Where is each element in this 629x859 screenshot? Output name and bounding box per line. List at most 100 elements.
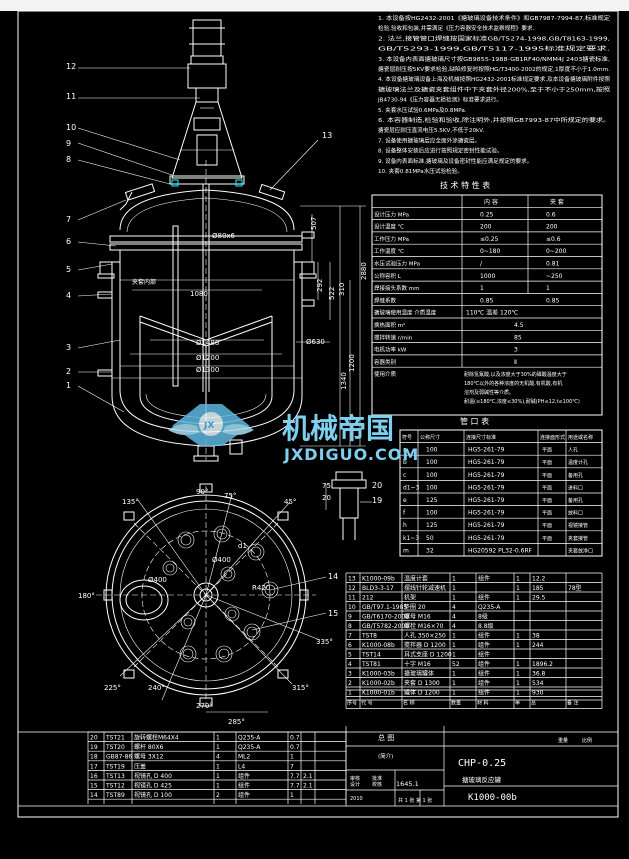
lower-parts-cell: 7.7 <box>290 773 300 780</box>
tech-row-inner: 200 <box>480 224 492 231</box>
nozzle-standard: HG5-261-79 <box>468 510 505 517</box>
parts-cell: 3 <box>348 671 352 678</box>
parts-cell: 6 <box>348 642 352 649</box>
note-line: GB/T5293-1999,GB/T5117-1995标准规定要求. <box>378 45 610 53</box>
parts-cell: 78型 <box>568 584 582 592</box>
parts-cell: 组件 <box>478 679 490 687</box>
parts-cell: GB/T5782-2000 <box>362 623 409 630</box>
nozzle-purpose: 视镜接管 <box>568 522 588 529</box>
parts-cell: 夹套 D 1300 <box>404 679 440 687</box>
nozzle-face: 平面 <box>542 536 552 542</box>
lower-parts-cell: TST89 <box>105 792 125 799</box>
parts-header-cell: 序号 <box>347 700 357 707</box>
tech-row-value: 85 <box>514 334 522 341</box>
lower-parts-cell: 1 <box>216 773 220 780</box>
sheet-border <box>17 10 619 818</box>
tech-row-jacket: 200 <box>546 224 558 231</box>
drawing-subtitle: (简介) <box>378 752 393 760</box>
approve-label: 批准 <box>372 775 382 782</box>
parts-cell: 罐体 D 1200 <box>404 689 440 697</box>
parts-cell: 5 <box>348 652 352 659</box>
nozzle-standard: HG5-261-79 <box>468 522 505 529</box>
nozzle-face: 平面 <box>542 448 552 454</box>
nozzle-purpose: 夹套放净口 <box>568 547 593 554</box>
nozzle-standard: HG5-261-79 <box>468 497 505 504</box>
nozzle-face: 平面 <box>542 498 552 504</box>
tech-row-label: 焊缝系数 <box>374 296 397 304</box>
parts-cell: 搅拌器 D 1200 <box>404 641 446 649</box>
lower-parts-cell: 0.7 <box>290 735 300 742</box>
parts-cell: 29.5 <box>532 595 546 602</box>
tech-row-value: 110℃ 温差 120℃ <box>466 309 518 317</box>
design-label: 设计 <box>350 781 360 788</box>
tech-media-1: 耐除氢氟酸,以及浓度大于30%的磷酸温度大于 <box>464 371 567 378</box>
note-line: 8. 设备整体安装后应进行按照规定密封性能试验。 <box>378 147 503 155</box>
parts-cell: 螺母 M16 <box>404 613 431 621</box>
parts-cell: 13 <box>348 576 356 583</box>
tech-row-jacket: 0~200 <box>546 248 566 255</box>
tech-header: 内 容 <box>484 198 498 206</box>
nozzle-standard: HG5-261-79 <box>468 535 505 542</box>
nozzle-size: 100 <box>426 472 438 479</box>
lower-parts-cell: 2.1 <box>303 773 313 780</box>
tech-row-jacket: 0.85 <box>546 297 560 304</box>
tech-row-inner: 0~180 <box>480 248 500 255</box>
lower-parts-cell: 1 <box>290 754 294 761</box>
tech-row-value: Ⅱ <box>514 359 517 366</box>
parts-cell: 1 <box>516 576 520 583</box>
parts-cell: K1000-01b <box>362 690 395 697</box>
parts-cell: TST8 <box>361 633 377 640</box>
parts-header-cell: 名 称 <box>403 700 415 707</box>
parts-cell: 十字 M16 <box>404 660 431 668</box>
parts-cell: BLD3-3-17 <box>362 585 394 592</box>
nozzle-size: 100 <box>426 459 438 466</box>
lower-parts-cell: 1 <box>216 744 220 751</box>
nozzle-header: 用途或名称 <box>568 434 593 441</box>
nozzle-face: 平面 <box>542 460 552 466</box>
lower-parts-cell: TST19 <box>105 763 125 770</box>
tech-row-jacket: 0.81 <box>546 261 560 268</box>
plan-manhole <box>119 579 169 621</box>
note-line: 3. 本设备内表面搪玻璃尺寸按GB9855-1988-GB1RF40/NMM4J… <box>378 55 610 63</box>
parts-cell: 8 <box>348 623 352 630</box>
nozzle-symbol: h <box>403 522 407 529</box>
note-line: JB4730-94《压力容器无损检测》标准要求进行。 <box>377 96 502 104</box>
lower-parts-cell: 螺杆 80X6 <box>134 743 164 751</box>
parts-cell: Q235-A <box>478 604 501 611</box>
parts-header-cell: 单 <box>515 700 520 707</box>
motor <box>192 19 222 57</box>
tech-row-label: 设计压力 MPa <box>374 210 409 218</box>
lower-parts-cell: 压盖 <box>134 762 146 770</box>
parts-cell: TST81 <box>361 661 381 668</box>
lower-parts-cell: 视镜孔 D 400 <box>134 772 172 780</box>
parts-cell: 1 <box>516 661 520 668</box>
tech-row-inner: 0.25 <box>480 211 494 218</box>
parts-cell: 搪玻璃罐体 <box>404 670 434 678</box>
note-line: 2. 法兰,接管管口焊缝按国家标准GB/T5274-1998,GB/T8163-… <box>378 34 610 42</box>
lower-parts-cell: 1 <box>216 783 220 790</box>
watermark <box>168 404 254 446</box>
note-line: 4. 本设备搪玻璃设备上海及机械按照HG2432-2001标准规定要求,及本设备… <box>378 75 610 83</box>
parts-cell: 组件 <box>478 651 490 659</box>
parts-cell: 组件 <box>478 575 490 583</box>
parts-cell: 耳式支座 D 1200 <box>404 651 452 659</box>
nozzle-symbol: b <box>403 459 407 466</box>
tech-header: 夹 套 <box>550 198 564 206</box>
tech-row-label: 搪玻璃使用温度 介质温度 <box>374 309 437 317</box>
nozzle-size: 125 <box>426 497 438 504</box>
tech-row-jacket: 0.6 <box>546 211 556 218</box>
parts-cell: 2 <box>348 680 352 687</box>
parts-cell: 垫圈 20 <box>404 603 426 611</box>
parts-cell: 185 <box>532 585 544 592</box>
tech-row-label: 水压试验压力 MPa <box>374 260 420 268</box>
nozzle-purpose: 放料口 <box>568 510 583 517</box>
tech-row-jacket: 1 <box>546 285 550 292</box>
parts-cell: 4 <box>452 604 456 611</box>
nozzle-standard: HG5-261-79 <box>468 484 505 491</box>
parts-cell: 12.2 <box>532 576 546 583</box>
drawing-title: 总 图 <box>378 733 394 742</box>
parts-header-cell: 数量 <box>451 700 461 707</box>
tech-row-label: 搅拌转速 r/min <box>374 333 413 341</box>
review-label: 审核 <box>350 775 360 782</box>
